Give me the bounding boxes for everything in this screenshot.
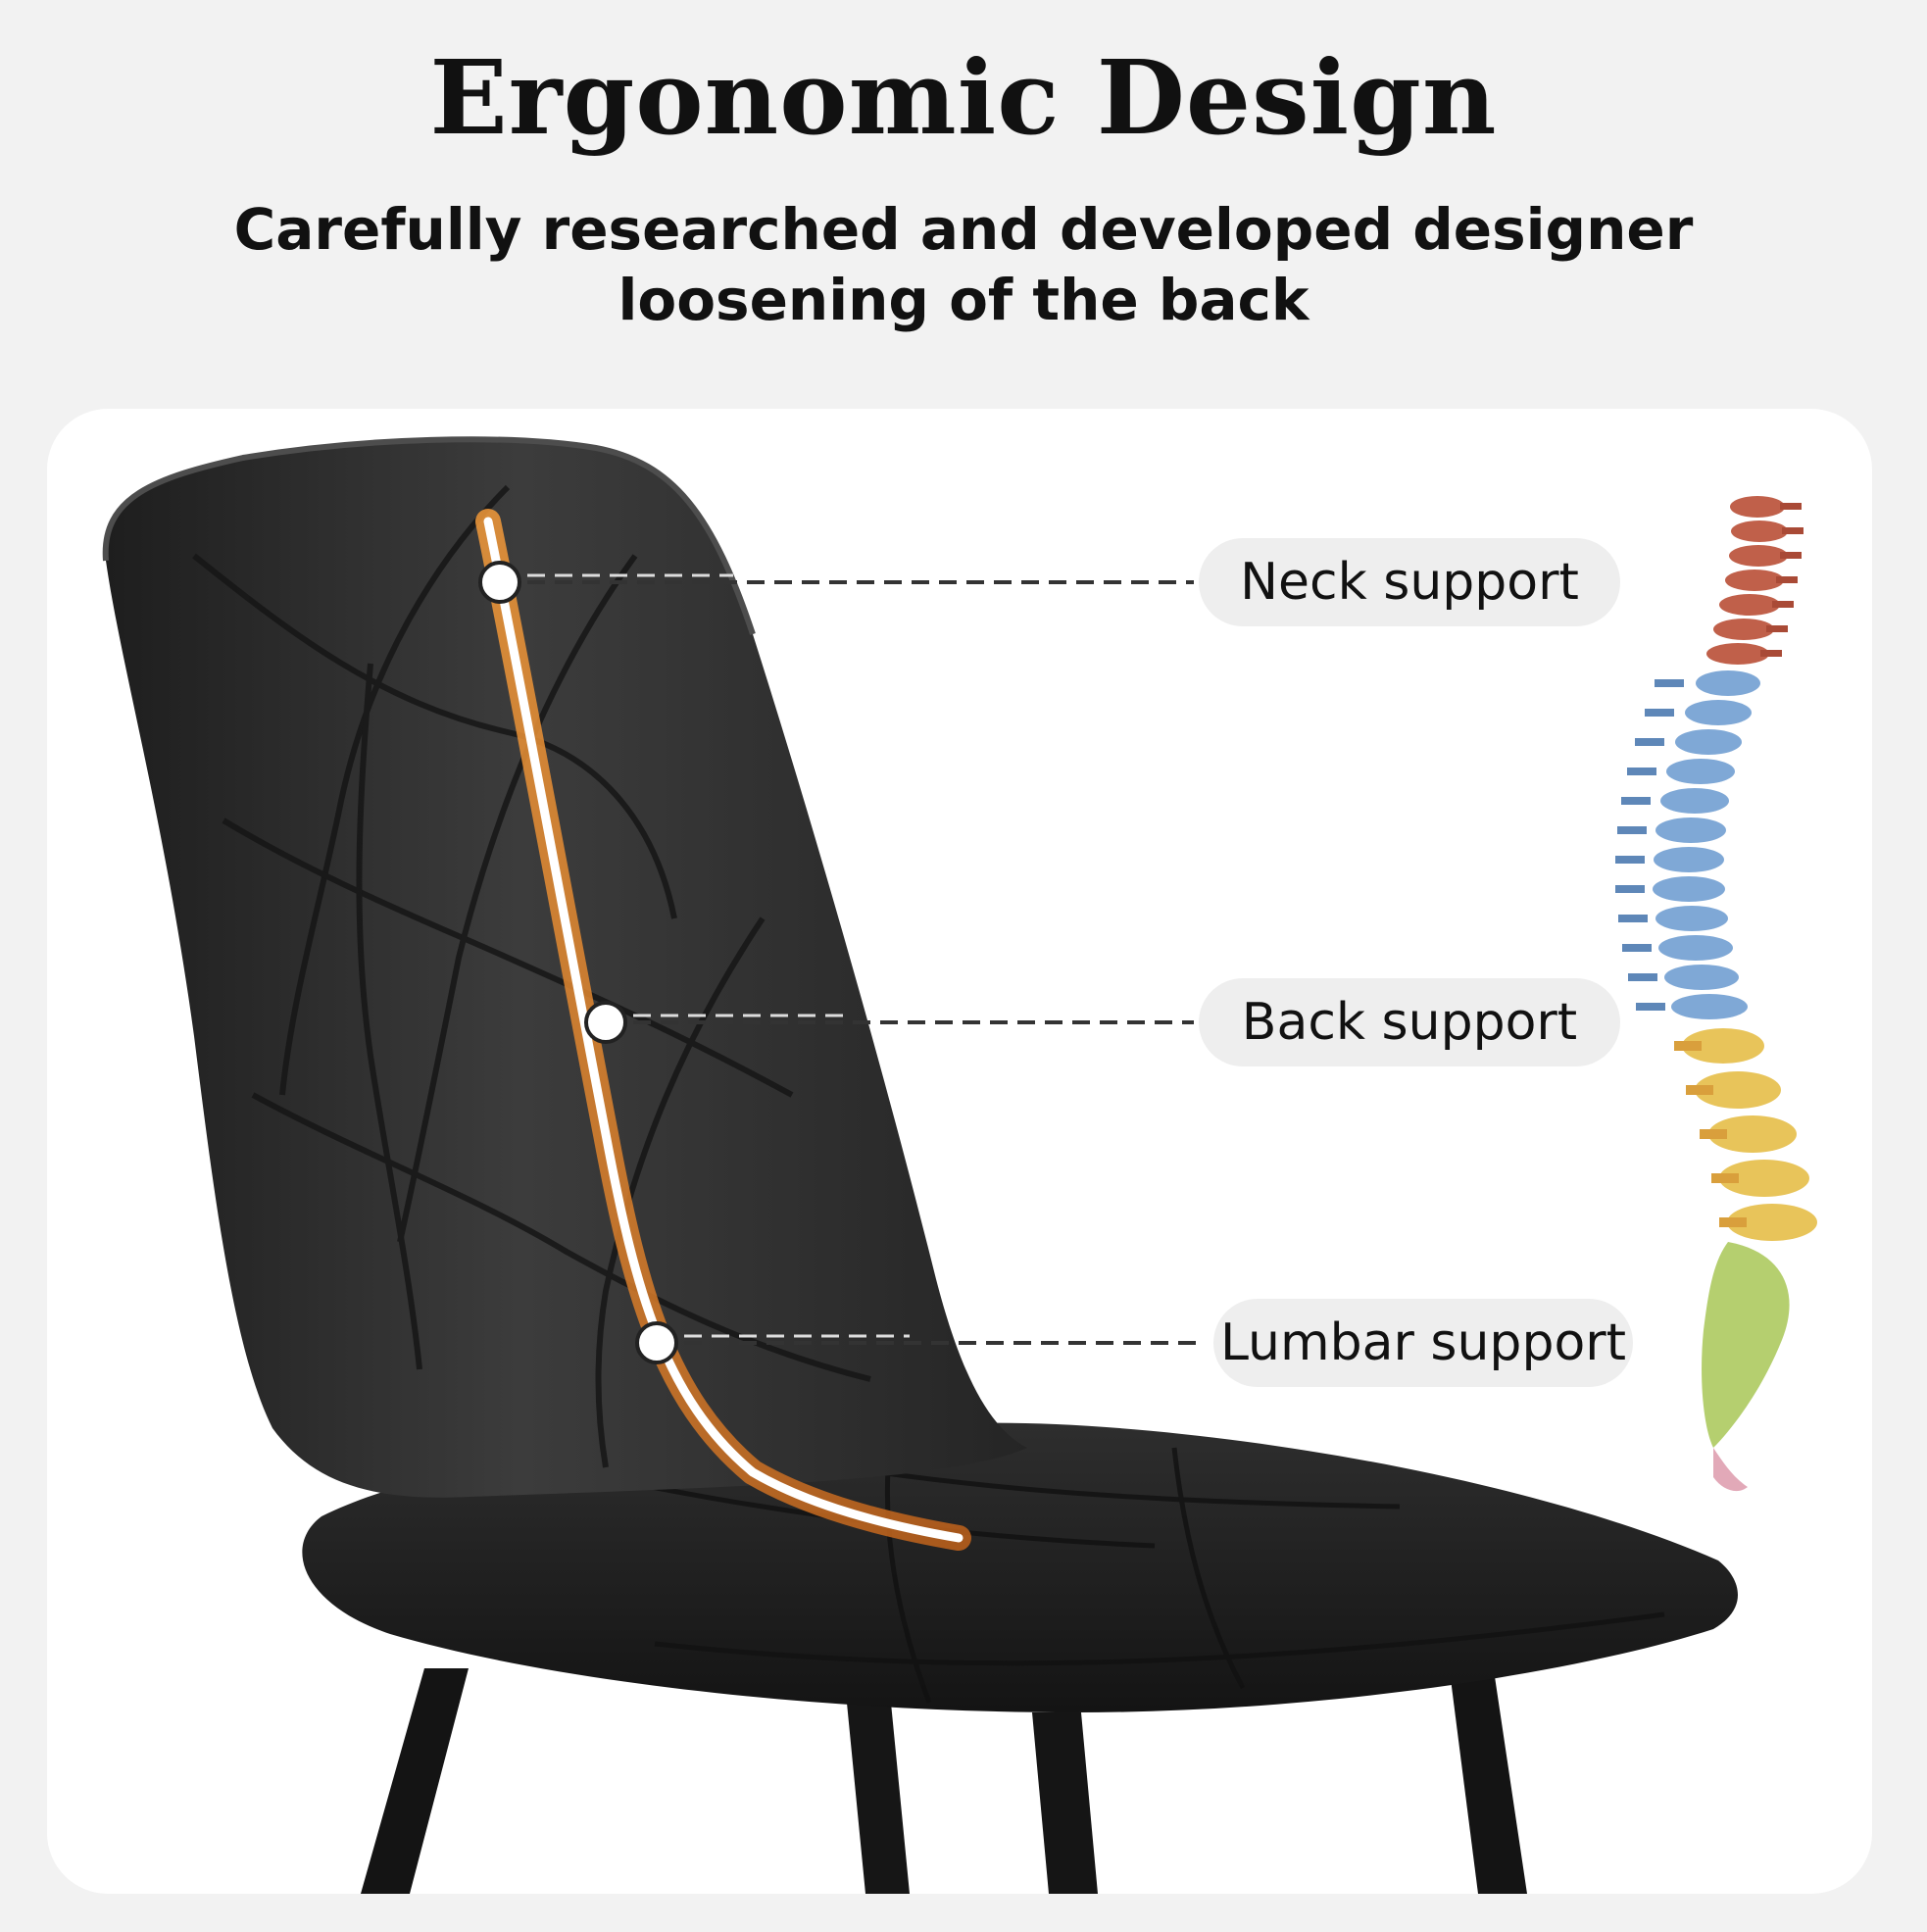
page-subtitle: Carefully researched and developed desig…	[0, 194, 1927, 335]
lumbar-support-label: Lumbar support	[1213, 1299, 1633, 1387]
leader-lines	[500, 580, 1204, 1345]
chair-seat	[302, 1422, 1739, 1712]
subtitle-line-2: loosening of the back	[618, 267, 1309, 333]
back-support-label: Back support	[1199, 978, 1620, 1066]
neck-support-label: Neck support	[1199, 538, 1620, 626]
chair-illustration	[102, 436, 1817, 1894]
chair-legs	[361, 1663, 1527, 1894]
page-title: Ergonomic Design	[429, 37, 1498, 158]
spine-illustration	[1615, 496, 1817, 1492]
back-marker	[584, 1001, 627, 1044]
neck-marker	[478, 561, 521, 604]
product-panel: Neck support Back support Lumbar support	[47, 409, 1872, 1894]
subtitle-line-1: Carefully researched and developed desig…	[233, 196, 1694, 263]
lumbar-marker	[635, 1321, 678, 1364]
ergonomic-curve	[483, 517, 964, 1543]
